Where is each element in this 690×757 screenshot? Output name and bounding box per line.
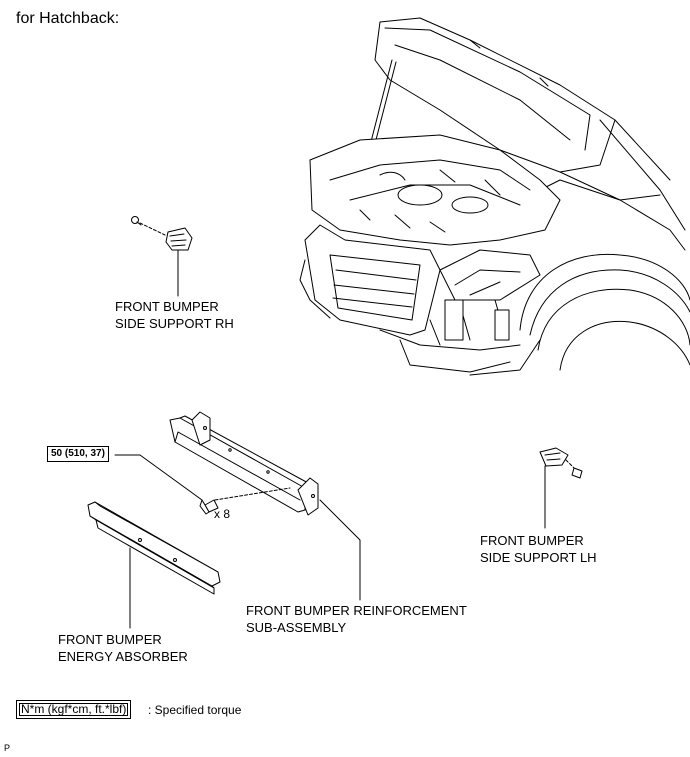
page-title: for Hatchback: [16,10,120,27]
label-energy-absorber-line1: FRONT BUMPER [58,632,162,647]
label-side-support-rh-line1: FRONT BUMPER [115,299,219,314]
bolt-quantity: x 8 [214,507,231,521]
label-side-support-rh: FRONT BUMPER SIDE SUPPORT RH [115,298,234,332]
label-side-support-lh-line2: SIDE SUPPORT LH [480,550,597,565]
label-side-support-rh-line2: SIDE SUPPORT RH [115,316,234,331]
label-energy-absorber: FRONT BUMPER ENERGY ABSORBER [58,631,188,665]
side-support-lh-illustration [539,447,583,479]
reinforcement-illustration [169,411,319,516]
torque-spec-box: 50 (510, 37) [47,446,109,462]
energy-absorber-illustration [87,501,221,595]
label-reinforcement: FRONT BUMPER REINFORCEMENT SUB-ASSEMBLY [246,602,467,636]
label-side-support-lh-line1: FRONT BUMPER [480,533,584,548]
legend-torque-units-box: N*m (kgf*cm, ft.*lbf) [16,700,132,719]
side-support-rh-illustration [131,216,193,251]
label-reinforcement-line2: SUB-ASSEMBLY [246,620,347,635]
label-reinforcement-line1: FRONT BUMPER REINFORCEMENT [246,603,467,618]
legend-description: : Specified torque [148,703,242,717]
bolt-illustration [199,487,291,515]
vehicle-front-illustration [299,17,690,376]
footer-code: P [4,743,11,753]
label-side-support-lh: FRONT BUMPER SIDE SUPPORT LH [480,532,597,566]
label-energy-absorber-line2: ENERGY ABSORBER [58,649,188,664]
leader-line-torque [114,454,203,501]
leader-line-reinforcement [319,499,361,601]
